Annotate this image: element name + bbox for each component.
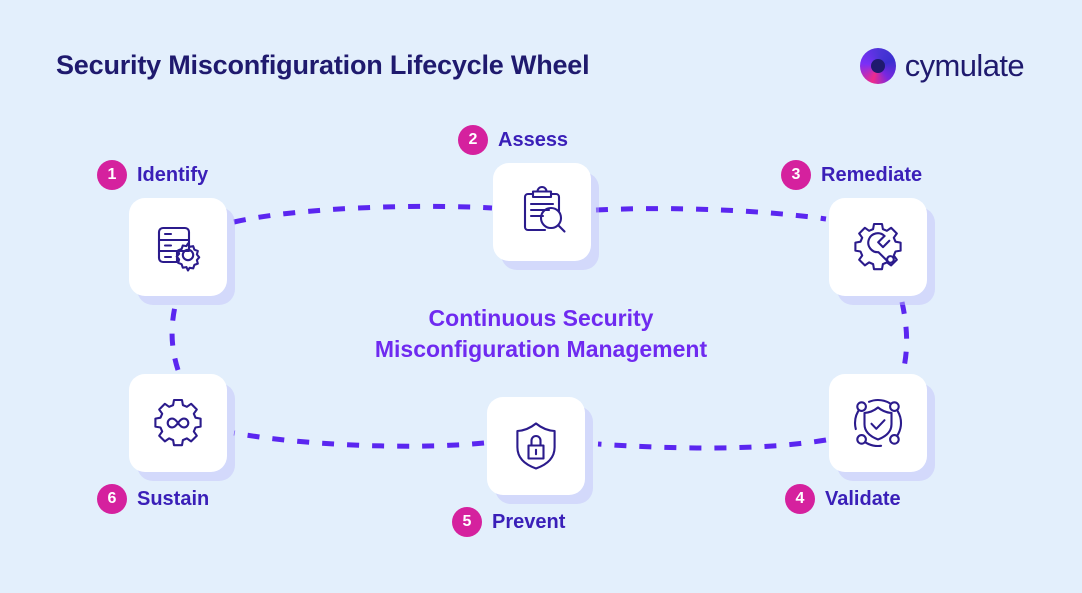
center-label-line-2: Misconfiguration Management — [374, 336, 708, 362]
connector-prevent-to-sustain — [233, 430, 485, 449]
step-badge-4: 4 — [785, 484, 815, 514]
step-card-identify[interactable] — [129, 198, 227, 296]
step-badge-6: 6 — [97, 484, 127, 514]
step-node-identify[interactable]: 1 Identify — [97, 160, 227, 296]
connector-sustain-to-identify — [169, 301, 181, 371]
shield-check-network-icon — [853, 398, 903, 448]
cymulate-ring-logo-icon — [859, 48, 896, 84]
gear-wrench-icon — [854, 222, 902, 271]
center-label: Continuous Security Misconfiguration Man… — [331, 303, 751, 365]
connector-validate-to-prevent — [597, 437, 827, 451]
gear-infinity-icon — [154, 398, 202, 447]
step-card-sustain[interactable] — [129, 374, 227, 472]
clipboard-magnifier-icon — [523, 185, 566, 233]
step-title-sustain: Sustain — [137, 487, 210, 510]
connector-remediate-to-validate — [899, 301, 910, 373]
step-label-identify: 1 Identify — [97, 160, 208, 190]
step-title-prevent: Prevent — [492, 510, 566, 533]
step-label-prevent: 5 Prevent — [452, 507, 565, 537]
step-card-remediate[interactable] — [829, 198, 927, 296]
step-label-assess: 2 Assess — [458, 125, 568, 155]
step-title-validate: Validate — [825, 487, 901, 510]
step-card-validate[interactable] — [829, 374, 927, 472]
step-node-sustain[interactable]: 6 Sustain — [97, 374, 227, 514]
shield-lock-icon — [516, 422, 556, 470]
step-label-sustain: 6 Sustain — [97, 484, 209, 514]
step-title-assess: Assess — [498, 128, 569, 151]
step-badge-1: 1 — [97, 160, 127, 190]
step-badge-2: 2 — [458, 125, 488, 155]
step-title-identify: Identify — [137, 163, 209, 186]
brand-name: cymulate — [904, 48, 1025, 83]
center-label-line-1: Continuous Security — [428, 305, 654, 331]
page-title: Security Misconfiguration Lifecycle Whee… — [56, 50, 590, 80]
step-card-prevent[interactable] — [487, 397, 585, 495]
step-badge-5: 5 — [452, 507, 482, 537]
step-label-remediate: 3 Remediate — [781, 160, 922, 190]
step-node-validate[interactable]: 4 Validate — [785, 374, 927, 514]
step-card-assess[interactable] — [493, 163, 591, 261]
brand-logo: cymulate — [859, 48, 1025, 84]
step-label-validate: 4 Validate — [785, 484, 901, 514]
step-badge-3: 3 — [781, 160, 811, 190]
step-title-remediate: Remediate — [821, 163, 923, 186]
server-gear-icon — [157, 226, 201, 272]
connector-identify-to-assess — [233, 203, 493, 225]
connector-assess-to-remediate — [595, 206, 827, 222]
step-node-remediate[interactable]: 3 Remediate — [781, 160, 927, 296]
step-node-prevent[interactable]: 5 Prevent — [452, 397, 585, 537]
step-node-assess[interactable]: 2 Assess — [458, 125, 591, 261]
